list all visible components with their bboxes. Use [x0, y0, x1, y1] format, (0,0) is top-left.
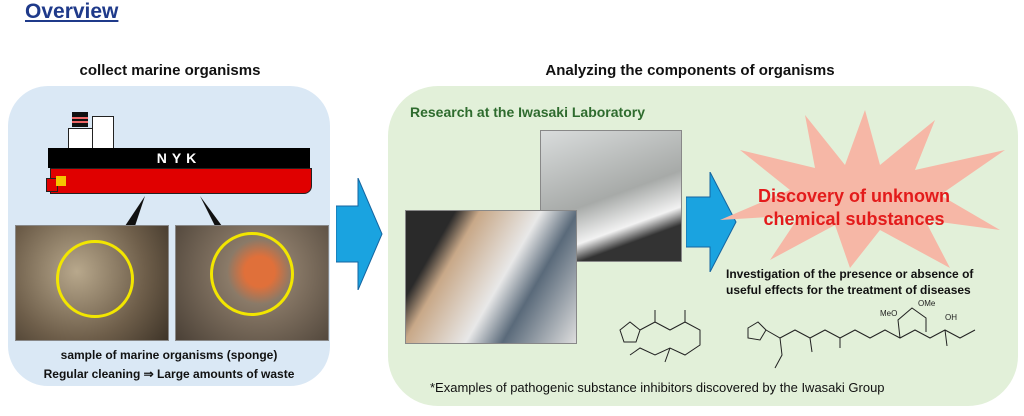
starburst-shape: [720, 110, 1005, 268]
discovery-line-2: chemical substances: [763, 209, 945, 229]
page-title: Overview: [25, 0, 119, 23]
chem-label-ome: OMe: [918, 300, 936, 308]
discovery-line-1: Discovery of unknown: [757, 186, 951, 206]
lab-photo-students: [405, 210, 577, 344]
chem-label-oh: OH: [945, 313, 957, 322]
chemical-structures: OMe MeO OH: [619, 300, 976, 369]
discovery-text: Discovery of unknown chemical substances: [724, 185, 984, 231]
sponge-photo-1: [15, 225, 169, 341]
analyze-heading: Analyzing the components of organisms: [545, 62, 835, 79]
sample-caption: sample of marine organisms (sponge): [60, 348, 278, 362]
investigation-line-1: Investigation of the presence or absence…: [726, 267, 974, 281]
arrow-right-icon: [336, 178, 383, 290]
investigation-text: Investigation of the presence or absence…: [726, 266, 973, 298]
ship-name: NYK: [48, 148, 310, 168]
chem-label-meo: MeO: [880, 309, 897, 318]
sponge-photo-2: [175, 225, 329, 341]
lab-label: Research at the Iwasaki Laboratory: [410, 104, 645, 120]
investigation-line-2: useful effects for the treatment of dise…: [726, 283, 971, 297]
arrow-right-icon-2: [686, 172, 737, 272]
collect-heading: collect marine organisms: [79, 62, 261, 79]
ship-illustration: NYK: [44, 108, 314, 198]
waste-caption: Regular cleaning ⇒ Large amounts of wast…: [43, 367, 295, 381]
footnote: *Examples of pathogenic substance inhibi…: [430, 380, 885, 395]
callout-pointers: [125, 196, 222, 226]
